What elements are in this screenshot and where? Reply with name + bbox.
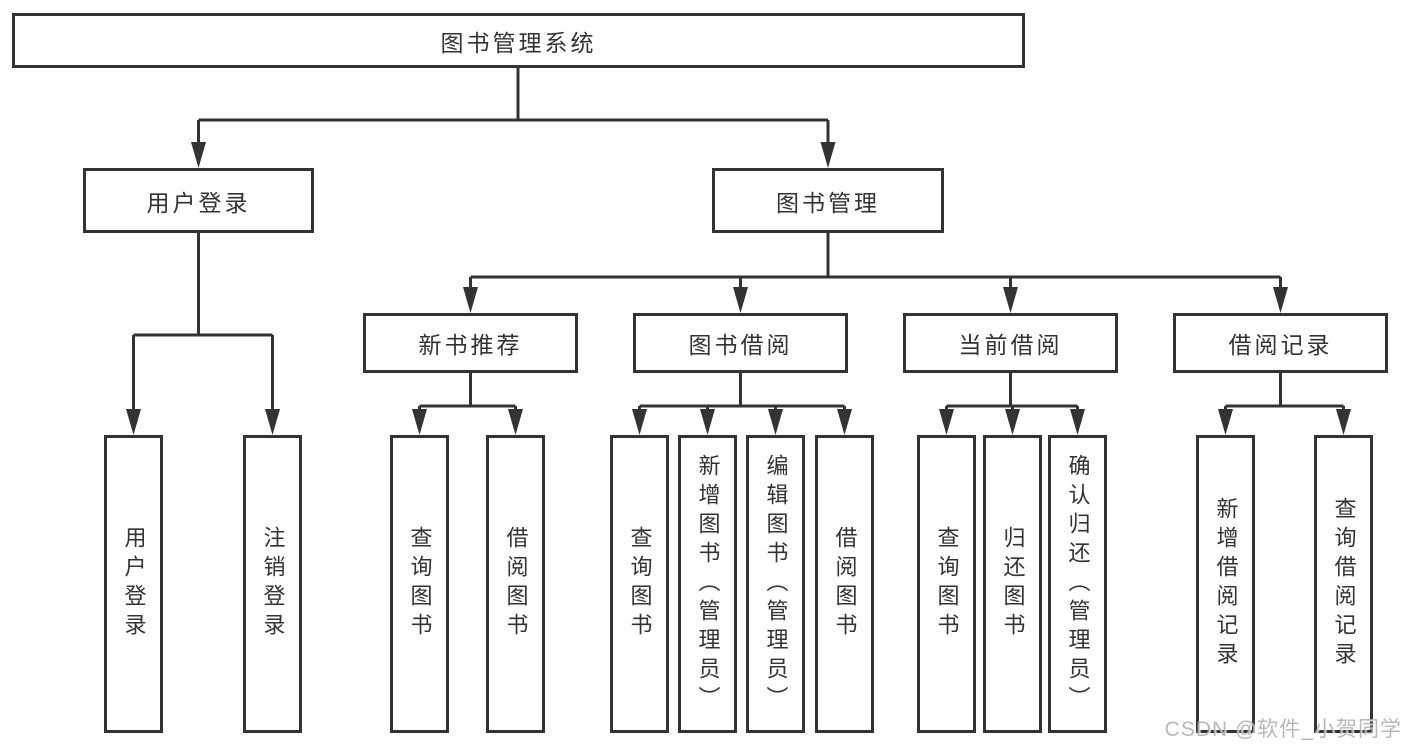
node-label: 确认归还（管理员） — [1065, 453, 1091, 715]
leaf-edit-book-admin: 编辑图书（管理员） — [746, 435, 805, 733]
node-label: 图书借阅 — [688, 332, 793, 358]
leaf-add-borrow-record: 新增借阅记录 — [1196, 435, 1255, 733]
node-label: 用户登录 — [146, 189, 251, 216]
node-label: 编辑图书（管理员） — [763, 453, 789, 715]
node-label: 借阅记录 — [1228, 332, 1333, 358]
leaf-query-books-recommend: 查询图书 — [390, 435, 449, 733]
node-root-library-system: 图书管理系统 — [12, 13, 1025, 68]
node-label: 新书推荐 — [418, 332, 523, 358]
node-new-book-recommend: 新书推荐 — [363, 313, 578, 373]
node-label: 借阅图书 — [832, 526, 858, 642]
node-label: 归还图书 — [1000, 526, 1026, 642]
node-label: 借阅图书 — [503, 526, 529, 642]
node-label: 查询借阅记录 — [1331, 497, 1357, 671]
leaf-logout: 注销登录 — [243, 435, 302, 733]
leaf-query-books-borrow: 查询图书 — [610, 435, 669, 733]
node-label: 图书管理系统 — [440, 29, 597, 56]
node-label: 当前借阅 — [958, 332, 1063, 358]
connector-paths — [132, 68, 1345, 420]
node-label: 图书管理 — [776, 189, 880, 216]
node-borrow-records: 借阅记录 — [1173, 313, 1388, 373]
node-current-borrow: 当前借阅 — [903, 313, 1118, 373]
leaf-borrow-books: 借阅图书 — [815, 435, 874, 733]
leaf-add-book-admin: 新增图书（管理员） — [678, 435, 737, 733]
node-label: 新增借阅记录 — [1213, 497, 1239, 671]
leaf-query-borrow-record: 查询借阅记录 — [1314, 435, 1373, 733]
leaf-user-login: 用户登录 — [104, 435, 163, 733]
leaf-confirm-return-admin: 确认归还（管理员） — [1048, 435, 1107, 733]
node-label: 查询图书 — [627, 526, 653, 642]
leaf-borrow-books-recommend: 借阅图书 — [486, 435, 545, 733]
csdn-watermark: CSDN @软件_小贺同学 — [1164, 718, 1402, 741]
node-label: 查询图书 — [934, 526, 960, 642]
node-label: 新增图书（管理员） — [695, 453, 721, 715]
node-label: 注销登录 — [260, 526, 286, 642]
leaf-query-books-current: 查询图书 — [917, 435, 976, 733]
node-book-borrow: 图书借阅 — [633, 313, 848, 373]
node-label: 用户登录 — [121, 526, 147, 642]
node-user-login: 用户登录 — [83, 168, 314, 233]
node-book-management: 图书管理 — [712, 168, 944, 233]
node-label: 查询图书 — [407, 526, 433, 642]
leaf-return-books: 归还图书 — [983, 435, 1042, 733]
arrowhead-icons — [126, 142, 1351, 435]
